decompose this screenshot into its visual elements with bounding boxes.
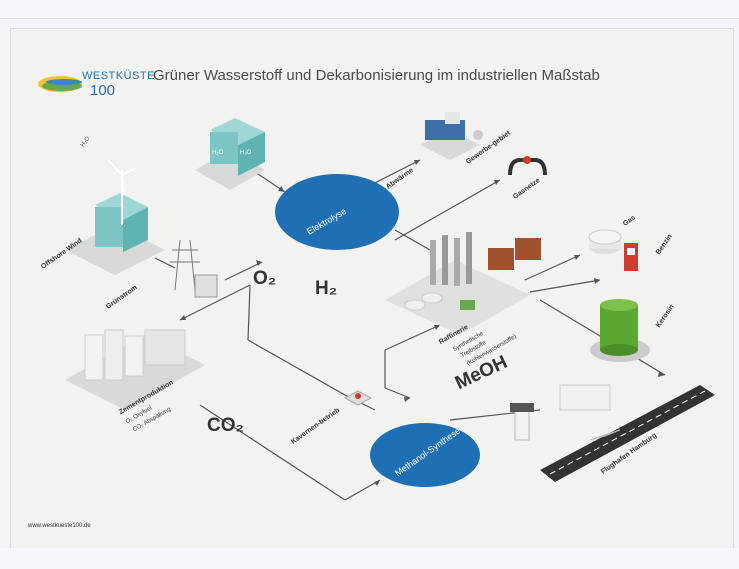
logo-text-bottom: 100 bbox=[90, 82, 116, 99]
zement-plant-icon bbox=[65, 329, 205, 410]
benzin-pump-icon bbox=[624, 243, 638, 271]
browser-top-bar bbox=[0, 0, 739, 19]
o2-label: O₂ bbox=[253, 268, 277, 289]
co2-label: CO₂ bbox=[207, 415, 244, 436]
methanol-circle bbox=[370, 423, 480, 487]
gasnetze-icon bbox=[508, 156, 547, 176]
h2-label: H₂ bbox=[315, 278, 338, 299]
offshore-wind-box bbox=[65, 159, 165, 275]
logo-swoosh-icon bbox=[38, 76, 82, 92]
raffinerie-icon bbox=[385, 232, 541, 335]
kavernen-icon bbox=[343, 390, 373, 406]
page-title: Grüner Wasserstoff und Dekarbonisierung … bbox=[153, 67, 600, 84]
water-label-a: H₂O bbox=[212, 150, 224, 156]
power-pylon-icon bbox=[170, 239, 218, 298]
footer-url: www.westkueste100.de bbox=[28, 523, 91, 529]
flow-arrowheads bbox=[180, 160, 665, 486]
water-tank-top bbox=[195, 118, 265, 190]
logo-text-top: WESTKÜSTE bbox=[82, 70, 155, 82]
gas-tank-icon bbox=[588, 229, 622, 254]
gewerbegebiet-icon bbox=[420, 112, 483, 160]
elektrolyse-circle bbox=[275, 174, 399, 250]
water-label-b: H₂O bbox=[240, 150, 252, 156]
browser-bottom-bar bbox=[0, 548, 739, 569]
kerosin-barrel-icon bbox=[590, 299, 650, 362]
airport-icon bbox=[510, 384, 715, 482]
